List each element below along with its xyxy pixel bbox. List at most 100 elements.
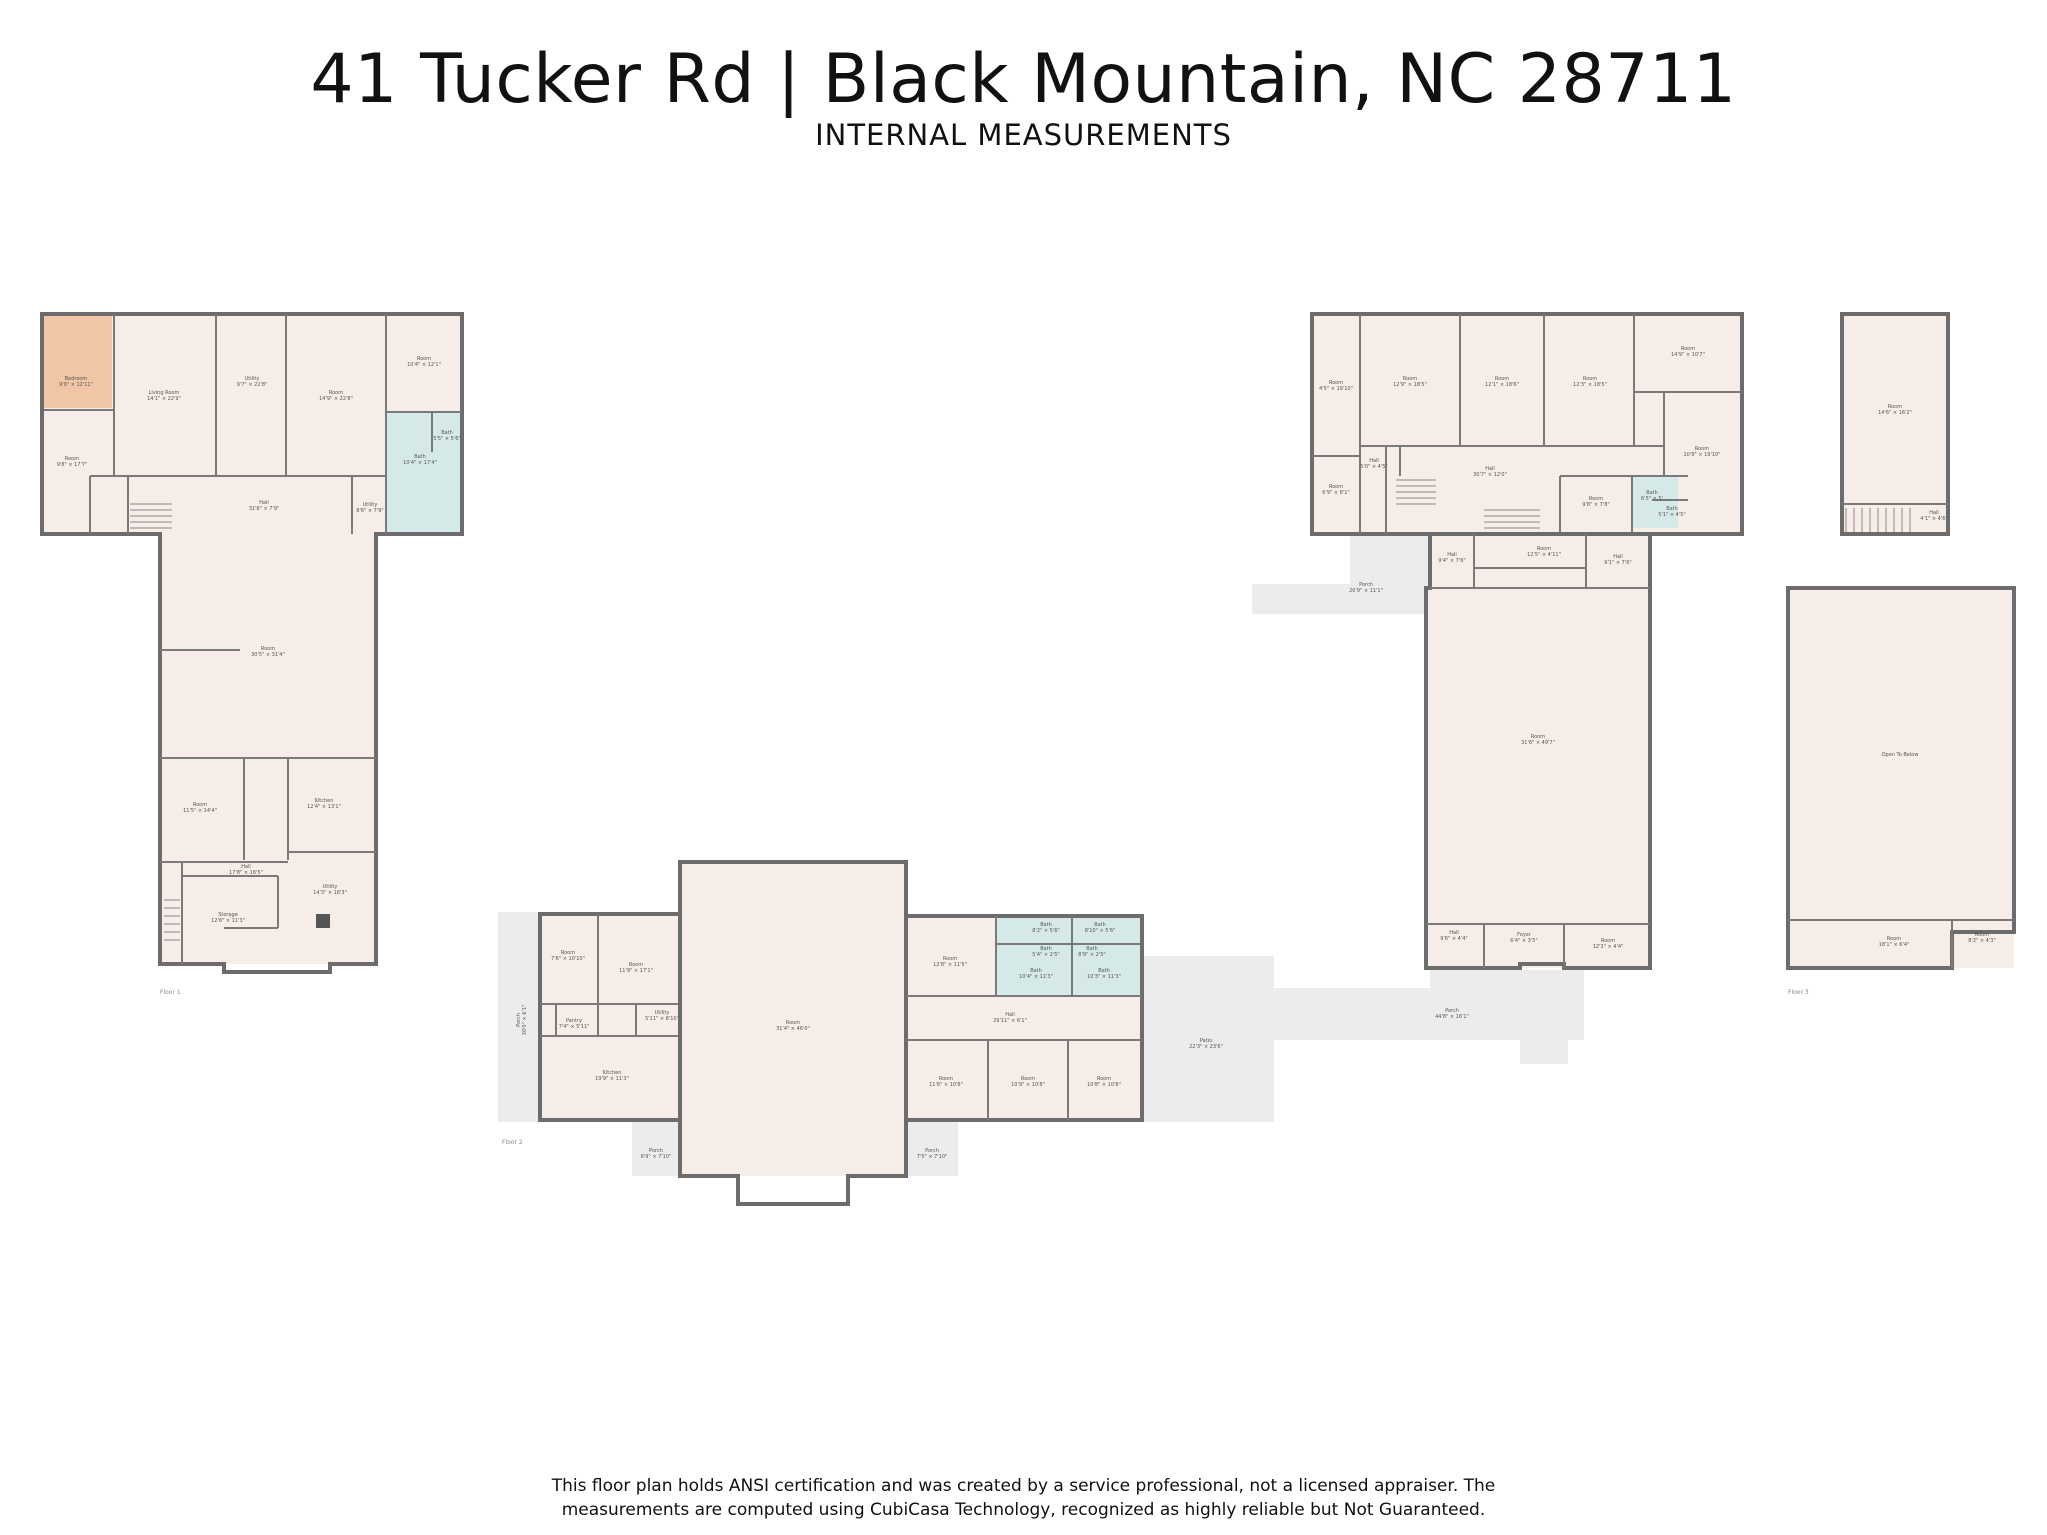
disclaimer-line-1: This floor plan holds ANSI certification… bbox=[551, 1476, 1496, 1496]
floor-2-south-block-interior bbox=[1426, 534, 1650, 968]
floor-2-north-block-interior bbox=[1312, 314, 1742, 534]
disclaimer-line-2: measurements are computed using CubiCasa… bbox=[561, 1500, 1486, 1520]
floor-1-interior-walls bbox=[44, 314, 462, 964]
page-title: 41 Tucker Rd | Black Mountain, NC 28711 bbox=[310, 40, 1737, 119]
porch-fill bbox=[632, 1120, 680, 1176]
bath-fill bbox=[432, 412, 460, 452]
porch-fill bbox=[1350, 536, 1430, 606]
bedroom-fill bbox=[44, 316, 112, 408]
page-subtitle: INTERNAL MEASUREMENTS bbox=[815, 118, 1232, 152]
room-fill bbox=[1430, 534, 1650, 592]
bath-fill bbox=[1632, 476, 1678, 528]
floor-label: Floor 3 bbox=[1788, 989, 1809, 996]
floor-2-north-block-wall bbox=[1310, 312, 1744, 536]
disclaimer: This floor plan holds ANSI certification… bbox=[0, 1474, 2047, 1522]
floor-label: Floor 1 bbox=[160, 989, 181, 996]
porch-fill bbox=[1274, 970, 1584, 1064]
floor-1-stairs bbox=[130, 503, 180, 941]
porch-fill bbox=[498, 912, 540, 1122]
room-fill bbox=[1842, 314, 1948, 534]
floor-3-north-wall bbox=[1840, 312, 1950, 536]
floor-2-east-wing-wall bbox=[904, 914, 1144, 1122]
patio-fill bbox=[1142, 956, 1274, 1122]
room-fill bbox=[1426, 588, 1650, 968]
room-fill bbox=[1788, 588, 2014, 968]
room-label: Open To Below bbox=[1882, 752, 1919, 758]
bath-fill bbox=[996, 916, 1142, 996]
appliance-icon bbox=[316, 914, 330, 928]
floor-2-east-wing-interior bbox=[906, 916, 1142, 1120]
porch-fill bbox=[906, 1120, 958, 1176]
floor-label: Floor 2 bbox=[502, 1139, 523, 1146]
room-label: Porch30'0" × 6'1" bbox=[516, 1005, 528, 1036]
floor-2-south-block-wall bbox=[1424, 532, 1652, 970]
floor-1-exterior-wall bbox=[40, 312, 464, 974]
room-fill bbox=[160, 534, 376, 964]
room-fill bbox=[540, 914, 680, 1120]
